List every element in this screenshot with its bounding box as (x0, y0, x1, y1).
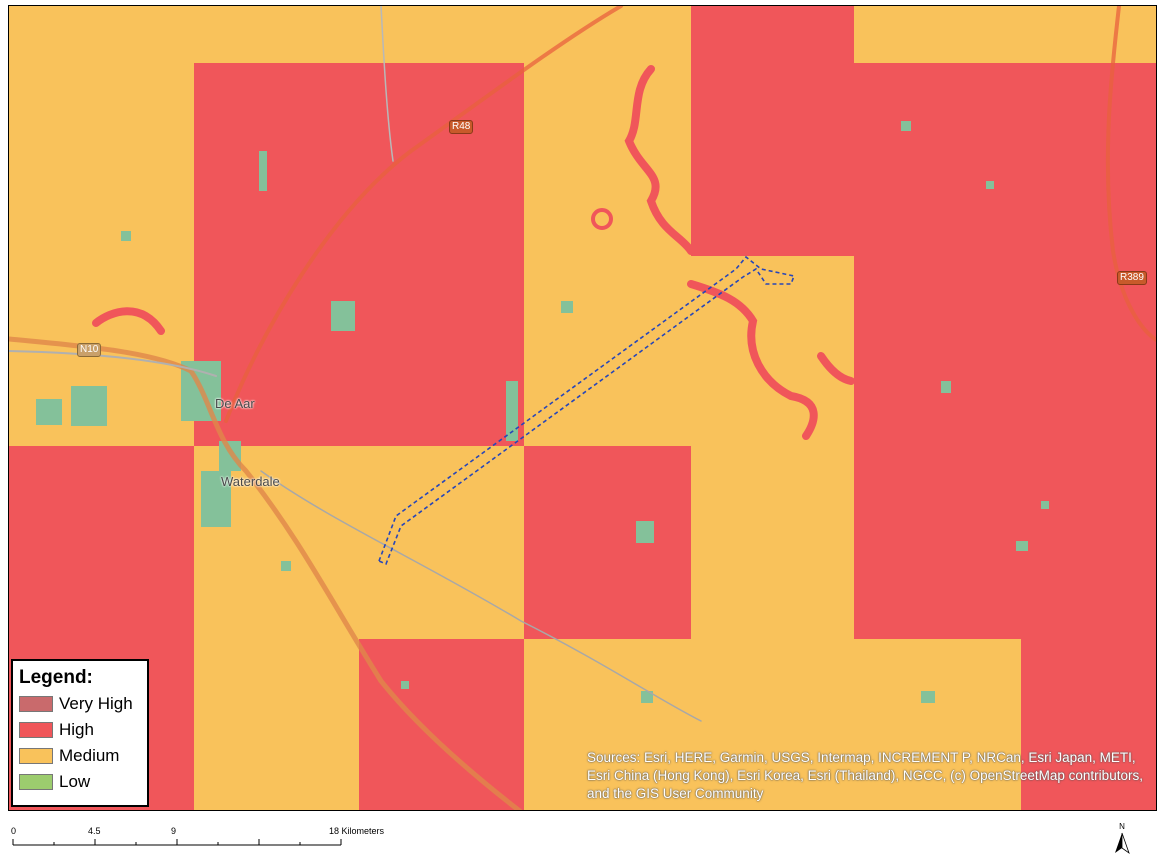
legend-swatch-high (19, 722, 53, 738)
scale-bar: 0 4.5 9 18 Kilometers (8, 826, 408, 856)
map-canvas[interactable] (9, 6, 1157, 811)
legend-title: Legend: (19, 667, 93, 688)
scale-label-0: 0 (11, 826, 17, 836)
legend-label: Medium (59, 746, 120, 765)
map-view[interactable]: De Aar Waterdale R48 N10 R389 Legend: Ve… (8, 5, 1157, 811)
legend-item-medium: Medium (19, 743, 141, 769)
legend-item-high: High (19, 717, 141, 743)
red-ring (591, 208, 613, 230)
road-shield-r48: R48 (449, 120, 474, 134)
legend-swatch-medium (19, 748, 53, 764)
legend-label: Low (59, 772, 91, 791)
scale-label-9: 9 (171, 826, 177, 836)
high-risk-river-strip (92, 65, 855, 440)
legend-label: Very High (59, 694, 133, 713)
low-risk-patches (36, 121, 1049, 703)
road-shield-r389: R389 (1117, 271, 1147, 285)
scale-label-18-km: 18 Kilometers (329, 826, 385, 836)
place-label-waterdale: Waterdale (221, 474, 280, 489)
legend-box: Legend: Very High High Medium Low (11, 659, 149, 807)
map-attribution: Sources: Esri, HERE, Garmin, USGS, Inter… (587, 750, 1143, 801)
legend-swatch-very-high (19, 696, 53, 712)
legend-item-very-high: Very High (19, 691, 141, 717)
scale-label-4-5: 4.5 (88, 826, 101, 836)
legend-swatch-low (19, 774, 53, 790)
legend-label: High (59, 720, 94, 739)
north-arrow: N (1112, 822, 1132, 858)
roads (9, 6, 1156, 810)
legend-item-low: Low (19, 769, 141, 795)
north-arrow-icon (1115, 832, 1130, 855)
north-label: N (1119, 822, 1125, 831)
place-label-de-aar: De Aar (215, 396, 255, 411)
scale-bar-ticks (12, 839, 342, 846)
road-shield-n10: N10 (77, 343, 102, 357)
